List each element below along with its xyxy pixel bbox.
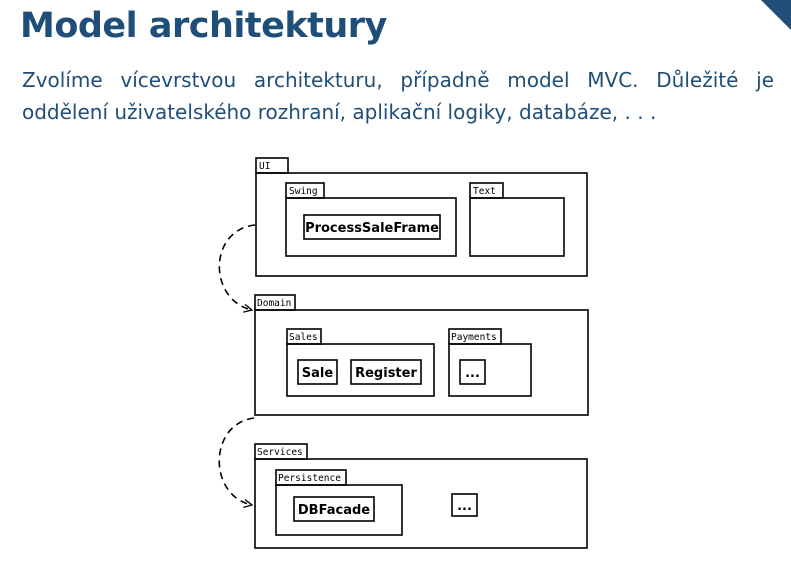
package-payments: Payments ... — [448, 328, 532, 397]
package-persistence: Persistence DBFacade — [275, 469, 403, 536]
slide-title: Model architektury — [20, 6, 387, 46]
class-label: ... — [465, 366, 480, 381]
class-box — [297, 359, 338, 385]
class-label: DBFacade — [298, 503, 370, 518]
class-label: ... — [457, 499, 472, 514]
class-box — [303, 214, 441, 240]
layer-label: Services — [257, 447, 303, 458]
class-box — [350, 359, 422, 385]
package-label: Swing — [289, 186, 318, 197]
package-label: Payments — [451, 332, 497, 343]
layer-body — [254, 458, 588, 549]
package-label: Persistence — [278, 473, 341, 484]
dependency-arrow — [218, 224, 256, 310]
layer-label: Domain — [257, 298, 291, 309]
package-text: Text — [469, 182, 565, 257]
layer-body — [255, 172, 588, 277]
corner-decoration — [761, 0, 791, 30]
package-label: Sales — [289, 332, 318, 343]
class-box — [293, 496, 375, 522]
package-swing: Swing ProcessSaleFrame — [285, 182, 457, 257]
slide-text: Zvolíme vícevrstvou architekturu, případ… — [22, 68, 774, 124]
layer-body — [254, 309, 589, 416]
layer-services: Services Persistence DBFacade ... — [254, 443, 588, 549]
package-label: Text — [473, 186, 496, 197]
layer-ui: UI Swing ProcessSaleFrame Text — [255, 157, 588, 277]
class-label: Sale — [302, 366, 334, 381]
class-label: ProcessSaleFrame — [305, 221, 439, 236]
class-box — [459, 359, 486, 385]
class-label: Register — [355, 366, 417, 381]
layer-domain: Domain Sales Sale Register Payments ... — [254, 294, 589, 416]
dependency-arrow — [218, 417, 255, 505]
package-sales: Sales Sale Register — [286, 328, 435, 397]
class-box — [451, 493, 478, 517]
layer-label: UI — [259, 161, 270, 172]
